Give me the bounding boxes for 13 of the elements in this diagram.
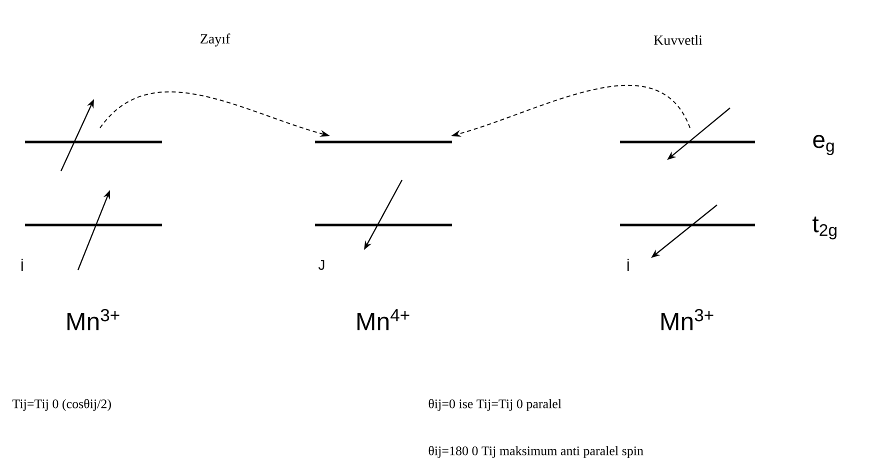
text-label: t$_{2g}$ <box>812 216 836 240</box>
text-label: Tij=Tij 0 (cosθij/2) <box>12 399 111 411</box>
site-label: İ <box>627 258 629 272</box>
ion-label: Mn$^{3+}$ <box>67 308 120 330</box>
text-label: θij=180 0 Tij maksimum anti paralel spin <box>428 446 644 458</box>
text-label: e$_{g}$ <box>813 134 834 156</box>
ion-label: Mn$^{4+}$ <box>357 309 410 330</box>
edge-label: Zayıf <box>198 32 232 48</box>
site-label: İ <box>22 258 23 272</box>
text-label: θij=0 ise Tij=Tij 0 paralel <box>428 399 562 411</box>
site-label: J <box>318 260 324 270</box>
ion-label: Mn$^{3+}$ <box>661 308 714 330</box>
edge-label: Kuvvetli <box>652 34 704 46</box>
